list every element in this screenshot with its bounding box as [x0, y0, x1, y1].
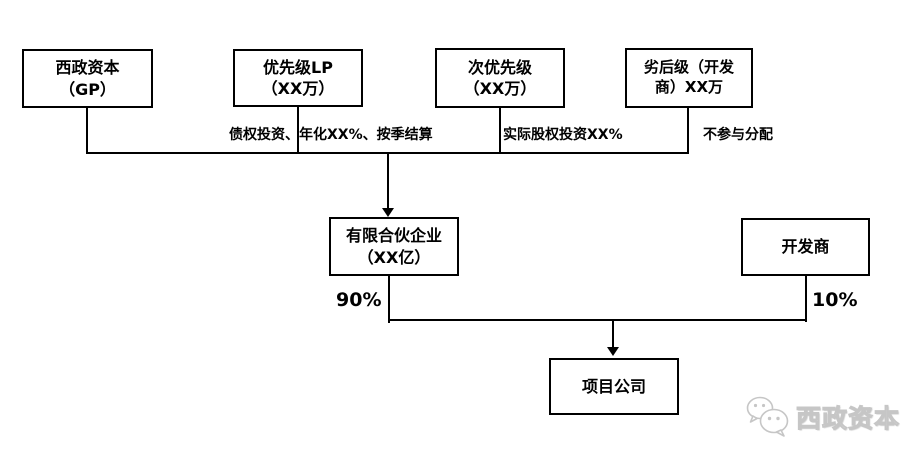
node-project-company: 项目公司 — [549, 358, 679, 415]
node-sub-senior-line2: （XX万） — [463, 79, 537, 98]
connector-to-partnership — [387, 153, 389, 209]
node-sub-senior: 次优先级 （XX万） — [435, 48, 565, 108]
node-gp-line2: （GP） — [59, 79, 116, 99]
arrow-down-icon — [382, 208, 394, 217]
brand-watermark-text: 西政资本 — [795, 404, 901, 434]
node-junior-line2: 商）XX万 — [654, 78, 724, 96]
node-partnership-line1: 有限合伙企业 — [345, 226, 442, 246]
connector-senior-stub — [297, 106, 299, 154]
node-senior-lp-line2: （XX万） — [261, 79, 335, 98]
node-senior-lp-line1: 优先级LP — [263, 57, 333, 77]
connector-gp-stub — [86, 107, 88, 154]
connector-bottom-collector — [388, 319, 807, 321]
connector-junior-stub — [687, 107, 689, 154]
share-label-partnership: 90% — [336, 289, 382, 311]
node-junior-line1: 劣后级（开发 — [643, 58, 734, 77]
node-junior: 劣后级（开发 商）XX万 — [625, 48, 753, 108]
edge-label-senior-terms: 债权投资、年化XX%、按季结算 — [229, 127, 433, 143]
node-developer: 开发商 — [741, 218, 870, 276]
node-gp-line1: 西政资本 — [55, 58, 120, 78]
node-partnership-line2: （XX亿） — [357, 247, 431, 267]
node-partnership: 有限合伙企业 （XX亿） — [329, 217, 459, 276]
wechat-bubbles-icon — [746, 396, 789, 437]
node-developer-line1: 开发商 — [781, 237, 830, 257]
connector-to-project — [612, 320, 614, 348]
connector-sub-senior-stub — [499, 107, 501, 154]
edge-label-junior-terms: 不参与分配 — [703, 127, 773, 143]
connector-developer-stub — [805, 275, 807, 322]
node-sub-senior-line1: 次优先级 — [467, 57, 532, 77]
node-gp: 西政资本 （GP） — [22, 49, 153, 108]
share-label-developer: 10% — [812, 289, 858, 311]
edge-label-sub-senior-terms: 实际股权投资XX% — [503, 127, 623, 143]
node-senior-lp: 优先级LP （XX万） — [233, 49, 363, 107]
arrow-down-icon — [607, 347, 619, 356]
connector-partnership-stub — [388, 275, 390, 323]
node-project-company-line1: 项目公司 — [581, 376, 646, 396]
brand-watermark: 西政资本 — [745, 395, 900, 439]
